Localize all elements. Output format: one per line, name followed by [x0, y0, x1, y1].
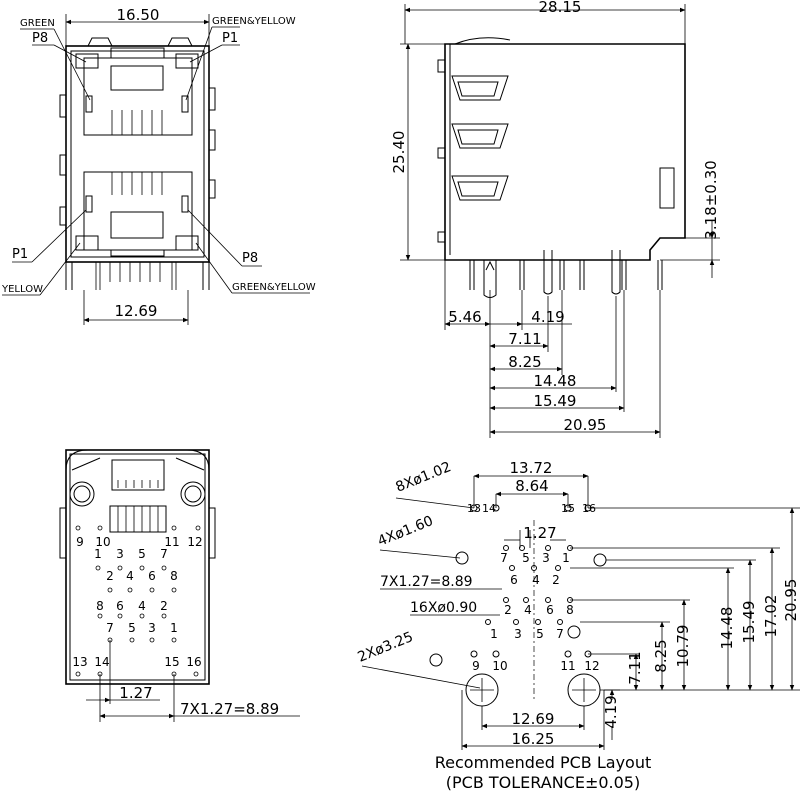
bv-pin-6: 6 [148, 569, 156, 583]
bv-pin-9: 9 [76, 535, 84, 549]
label-p8-bottom: P8 [242, 251, 258, 266]
pcb-dim-8-25: 8.25 [652, 639, 670, 672]
pcb-pin-e12: 12 [584, 659, 599, 673]
pcb-pin-d5: 5 [536, 627, 544, 641]
label-green-yellow-bottom: GREEN&YELLOW [232, 282, 316, 293]
bv-pin-1b: 1 [170, 621, 178, 635]
pcb-hole-16x: 16Xø0.90 [410, 600, 477, 616]
bv-dim-total: 7X1.27=8.89 [180, 700, 279, 718]
pcb-dim-20-95: 20.95 [782, 579, 800, 622]
pcb-pitch-total: 7X1.27=8.89 [380, 574, 473, 590]
bv-pin-16: 16 [186, 655, 201, 669]
bv-pin-14: 14 [94, 655, 109, 669]
bv-pin-2b: 2 [160, 599, 168, 613]
bv-pin-3: 3 [116, 547, 124, 561]
dim-3-18: 3.18±0.30 [702, 160, 720, 239]
bv-pin-12: 12 [187, 535, 202, 549]
dim-8-25: 8.25 [508, 353, 541, 371]
pcb-hole-2x: 2Xø3.25 [356, 629, 416, 666]
pcb-dim-7-11: 7.11 [626, 651, 644, 684]
bv-pin-5: 5 [138, 547, 146, 561]
pcb-pin-e11: 11 [560, 659, 575, 673]
label-green-yellow-top: GREEN&YELLOW [212, 16, 296, 27]
bv-pin-7b: 7 [106, 621, 114, 635]
bottom-view: 9 10 11 12 1 3 5 7 2 4 6 8 8 6 4 2 7 5 3… [59, 449, 300, 722]
bv-pin-4b: 4 [138, 599, 146, 613]
bv-pin-10: 10 [95, 535, 110, 549]
pcb-dim-1-27: 1.27 [523, 524, 556, 542]
bv-pin-6b: 6 [116, 599, 124, 613]
pcb-pin-a3: 3 [542, 551, 550, 565]
dim-5-46: 5.46 [448, 308, 481, 326]
label-yellow: YELLOW [1, 284, 43, 295]
pcb-pin-b6: 6 [510, 573, 518, 587]
bv-pin-1: 1 [94, 547, 102, 561]
label-p1-bottom: P1 [12, 247, 28, 262]
pcb-pin-c6: 6 [546, 603, 554, 617]
bv-pin-8b: 8 [96, 599, 104, 613]
pcb-pin-13: 13 [467, 502, 481, 515]
pcb-dim-16-25: 16.25 [512, 730, 555, 748]
label-p1-top: P1 [222, 31, 238, 46]
pcb-pin-a7: 7 [500, 551, 508, 565]
pcb-dim-13-72: 13.72 [510, 459, 553, 477]
front-view: 16.50 [1, 6, 316, 325]
pcb-pin-a1: 1 [562, 551, 570, 565]
bv-dim-1-27: 1.27 [119, 684, 152, 702]
label-p8-top: P8 [32, 31, 48, 46]
pcb-pin-d1: 1 [490, 627, 498, 641]
dim-14-48: 14.48 [534, 372, 577, 390]
pcb-pin-b2: 2 [552, 573, 560, 587]
pcb-pin-15: 15 [561, 502, 575, 515]
side-view: 28.15 25.40 [390, 0, 720, 438]
label-green: GREEN [20, 18, 55, 29]
pcb-pin-e9: 9 [472, 659, 480, 673]
pcb-dim-15-49: 15.49 [740, 601, 758, 644]
pcb-dim-10-79: 10.79 [674, 625, 692, 668]
dim-16-50: 16.50 [117, 6, 160, 24]
pcb-dim-14-48: 14.48 [718, 607, 736, 650]
pcb-pin-e10: 10 [492, 659, 507, 673]
pcb-pin-c2: 2 [504, 603, 512, 617]
pcb-pin-d7: 7 [556, 627, 564, 641]
bv-pin-11: 11 [164, 535, 179, 549]
pcb-dim-17-02: 17.02 [762, 595, 780, 638]
pcb-hole-4x: 4Xø1.60 [376, 513, 436, 550]
pcb-layout: 13.72 8.64 1.27 8Xø1.02 4Xø1.60 7X1.27=8… [356, 459, 800, 792]
bv-pin-5b: 5 [128, 621, 136, 635]
pcb-pin-c4: 4 [524, 603, 532, 617]
pcb-subtitle: (PCB TOLERANCE±0.05) [446, 773, 640, 792]
dim-28-15: 28.15 [539, 0, 582, 16]
pcb-pin-a5: 5 [522, 551, 530, 565]
dim-15-49: 15.49 [534, 392, 577, 410]
pcb-dim-4-19: 4.19 [602, 695, 620, 728]
pcb-pin-16: 16 [582, 502, 596, 515]
bv-pin-7: 7 [160, 547, 168, 561]
bv-pin-4: 4 [126, 569, 134, 583]
dim-7-11: 7.11 [508, 330, 541, 348]
bv-pin-2: 2 [106, 569, 114, 583]
bv-pin-8: 8 [170, 569, 178, 583]
pcb-title: Recommended PCB Layout [435, 753, 652, 772]
pcb-pin-b4: 4 [532, 573, 540, 587]
pcb-pin-14: 14 [482, 502, 496, 515]
bv-pin-3b: 3 [148, 621, 156, 635]
bv-pin-13: 13 [72, 655, 87, 669]
dim-25-40: 25.40 [390, 131, 408, 174]
bv-pin-15: 15 [164, 655, 179, 669]
dim-4-19: 4.19 [531, 308, 564, 326]
pcb-dim-12-69: 12.69 [512, 710, 555, 728]
pcb-pin-c8: 8 [566, 603, 574, 617]
pcb-dim-8-64: 8.64 [515, 477, 548, 495]
pcb-hole-8x: 8Xø1.02 [394, 459, 454, 496]
dim-12-69: 12.69 [115, 302, 158, 320]
pcb-pin-d3: 3 [514, 627, 522, 641]
dim-20-95: 20.95 [564, 416, 607, 434]
